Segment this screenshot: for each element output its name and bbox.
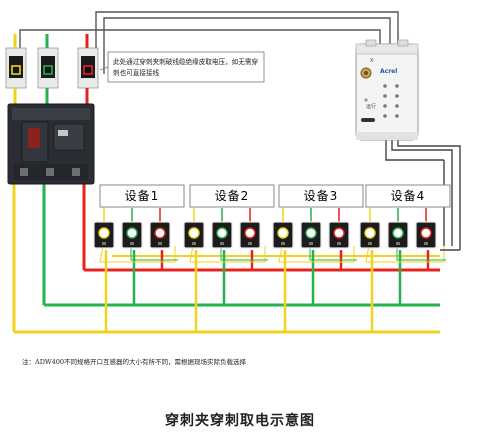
circuit-breaker bbox=[7, 103, 95, 185]
current-transformer bbox=[211, 221, 233, 249]
piercing-clip-1 bbox=[5, 47, 27, 89]
current-transformer bbox=[300, 221, 322, 249]
current-transformer bbox=[387, 221, 409, 249]
device-boxes bbox=[99, 184, 451, 208]
note-box bbox=[107, 51, 265, 83]
current-transformer bbox=[121, 221, 143, 249]
current-transformer bbox=[415, 221, 437, 249]
device-wires bbox=[103, 200, 427, 222]
diagram-title: 穿刺夹穿刺取电示意图 bbox=[165, 413, 315, 429]
top-clips bbox=[5, 34, 99, 104]
meter-run-label: 运行 bbox=[366, 104, 377, 110]
footnote: 注：ADW400不同规格开口互感器的大小有所不同，需根据现场实际负载选择 bbox=[22, 358, 246, 366]
current-transformer bbox=[183, 221, 205, 249]
ct-signal-wires bbox=[99, 245, 446, 263]
device-3-label: 设备3 bbox=[303, 189, 339, 203]
feeder-lines bbox=[12, 182, 86, 332]
piercing-clip-3 bbox=[77, 47, 99, 89]
current-transformers bbox=[93, 221, 437, 249]
meter-brand: Acrel bbox=[380, 68, 398, 75]
meter-unit bbox=[355, 39, 419, 141]
note-text: 此处通过穿刺夹刺破线缆绝缘皮取电压，如无需穿刺也可直接接线 bbox=[113, 58, 259, 77]
current-transformer bbox=[93, 221, 115, 249]
device-4-label: 设备4 bbox=[390, 189, 426, 203]
current-transformer bbox=[328, 221, 350, 249]
current-transformer bbox=[239, 221, 261, 249]
bus-lines bbox=[14, 255, 440, 334]
piercing-clip-2 bbox=[37, 47, 59, 89]
device-1-label: 设备1 bbox=[124, 189, 160, 203]
current-transformer bbox=[272, 221, 294, 249]
current-transformer bbox=[149, 221, 171, 249]
meter-mark: X bbox=[370, 58, 374, 64]
device-2-label: 设备2 bbox=[214, 189, 250, 203]
current-transformer bbox=[359, 221, 381, 249]
